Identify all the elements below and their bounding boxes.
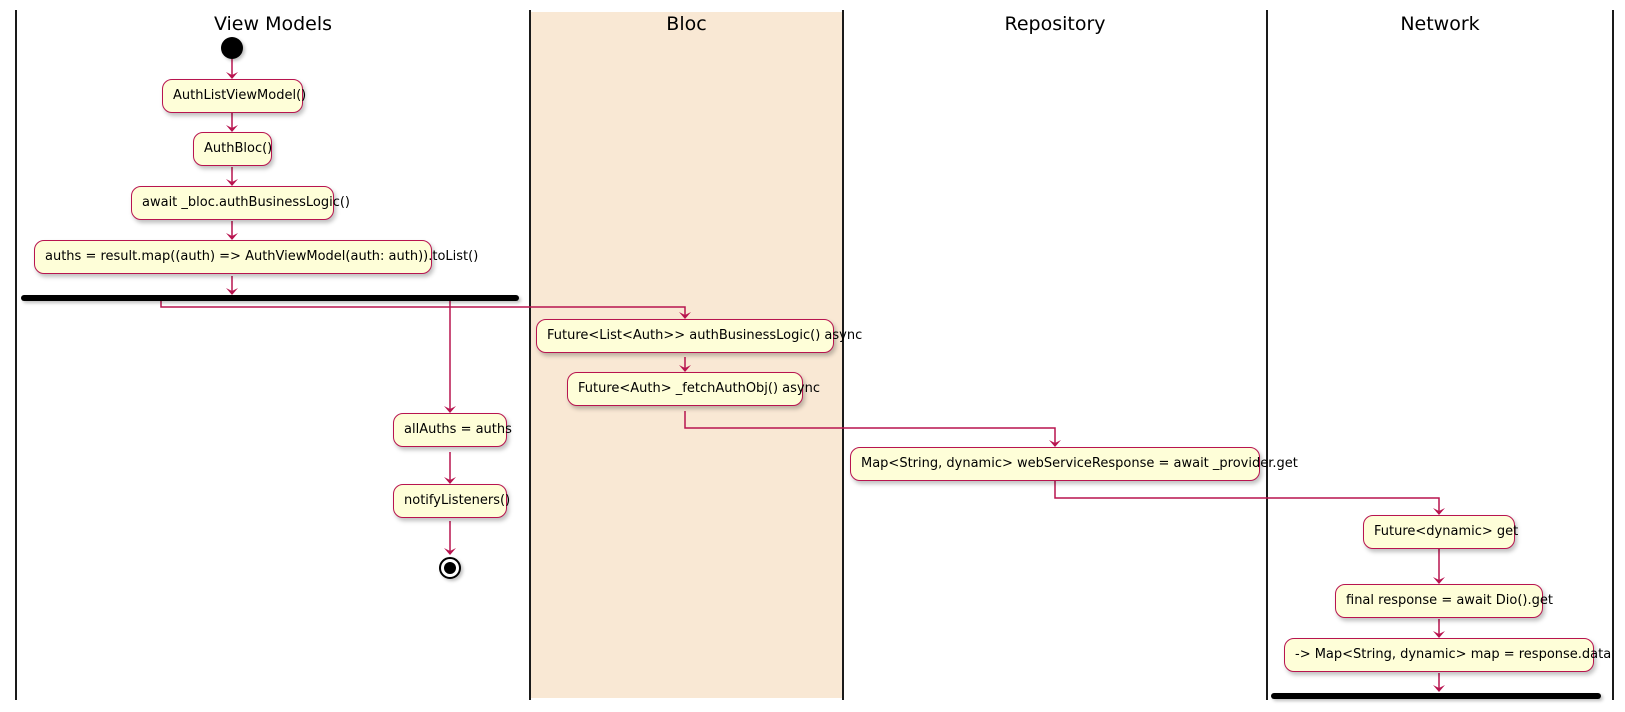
activity-future-business-logic: Future<List<Auth>> authBusinessLogic() a… xyxy=(536,319,862,353)
activity-auth-bloc: AuthBloc() xyxy=(193,132,272,166)
lane-title-view-models: View Models xyxy=(213,13,333,35)
bloc-lane-background xyxy=(531,12,842,698)
edge-fetch-auth-obj-to-web-service-response xyxy=(684,411,1056,446)
activity-all-auths: allAuths = auths xyxy=(393,413,512,447)
arrowhead-future-business-logic xyxy=(679,312,691,319)
activity-future-dynamic-get: Future<dynamic> get xyxy=(1363,515,1518,549)
activity-notify-listeners: notifyListeners() xyxy=(393,484,510,518)
arrowhead-await-business-logic xyxy=(226,179,238,186)
end-node-core xyxy=(444,562,456,574)
activity-fetch-auth-obj: Future<Auth> _fetchAuthObj() async xyxy=(567,372,820,406)
activity-dio-get: final response = await Dio().get xyxy=(1335,584,1553,618)
lane-title-bloc: Bloc xyxy=(666,13,707,35)
lane-divider-repository-network xyxy=(1266,10,1268,700)
lane-divider-right xyxy=(1612,10,1614,700)
arrowhead-map-auths xyxy=(226,233,238,240)
lane-divider-bloc-repository xyxy=(842,10,844,700)
edge-web-service-response-to-future-dynamic-get xyxy=(1054,481,1440,514)
arrowhead-notify-listeners xyxy=(444,477,456,484)
arrowhead-all-auths xyxy=(444,406,456,413)
end-node xyxy=(439,557,461,579)
arrowhead-auth-list-view-model xyxy=(226,72,238,79)
arrowhead-fork xyxy=(226,288,238,295)
arrowhead-web-service-response xyxy=(1049,440,1061,447)
lane-title-repository: Repository xyxy=(1004,13,1106,35)
start-node xyxy=(221,37,243,59)
arrowhead-fork-network xyxy=(1433,685,1445,692)
fork-bar-network xyxy=(1271,693,1601,699)
lane-divider-left xyxy=(15,10,17,700)
arrowhead-response-data xyxy=(1433,631,1445,638)
arrowhead-auth-bloc xyxy=(226,125,238,132)
fork-bar-view-models xyxy=(21,295,519,301)
arrowhead-fetch-auth-obj xyxy=(679,365,691,372)
edge-fork-to-future-business-logic xyxy=(160,301,686,318)
arrowhead-future-dynamic-get xyxy=(1433,508,1445,515)
activity-response-data: -> Map<String, dynamic> map = response.d… xyxy=(1284,638,1611,672)
arrowhead-end xyxy=(444,548,456,555)
activity-await-business-logic: await _bloc.authBusinessLogic() xyxy=(131,186,350,220)
activity-map-auths: auths = result.map((auth) => AuthViewMod… xyxy=(34,240,478,274)
lane-divider-view-models-bloc xyxy=(529,10,531,700)
lane-title-network: Network xyxy=(1400,13,1480,35)
activity-web-service-response: Map<String, dynamic> webServiceResponse … xyxy=(850,447,1298,481)
arrowhead-dio-get xyxy=(1433,577,1445,584)
activity-auth-list-view-model: AuthListViewModel() xyxy=(162,79,306,113)
